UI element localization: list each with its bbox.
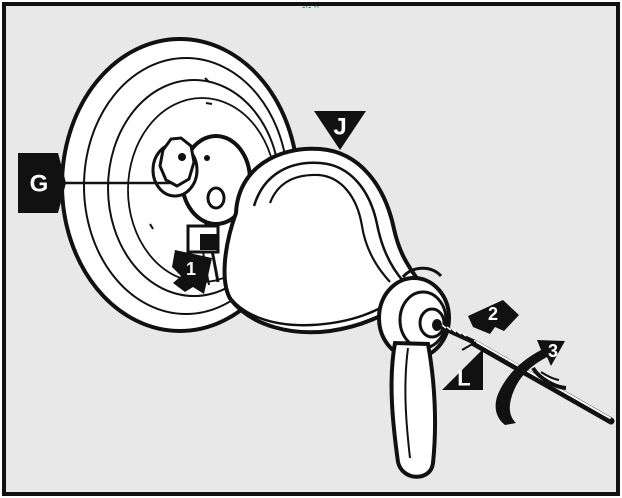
callout-g-label: G (30, 171, 49, 198)
callout-step-3-label: 3 (548, 341, 558, 361)
retaining-bracket (188, 226, 218, 252)
callout-step-1-label: 1 (186, 259, 196, 279)
callout-l-label: L (457, 366, 470, 391)
callout-step-3: 3 (548, 341, 558, 361)
callout-j-label: J (333, 114, 346, 141)
callout-step-2-label: 2 (488, 304, 498, 324)
lever-handle (392, 343, 435, 477)
top-partial-text: -·- ·· (302, 2, 320, 12)
